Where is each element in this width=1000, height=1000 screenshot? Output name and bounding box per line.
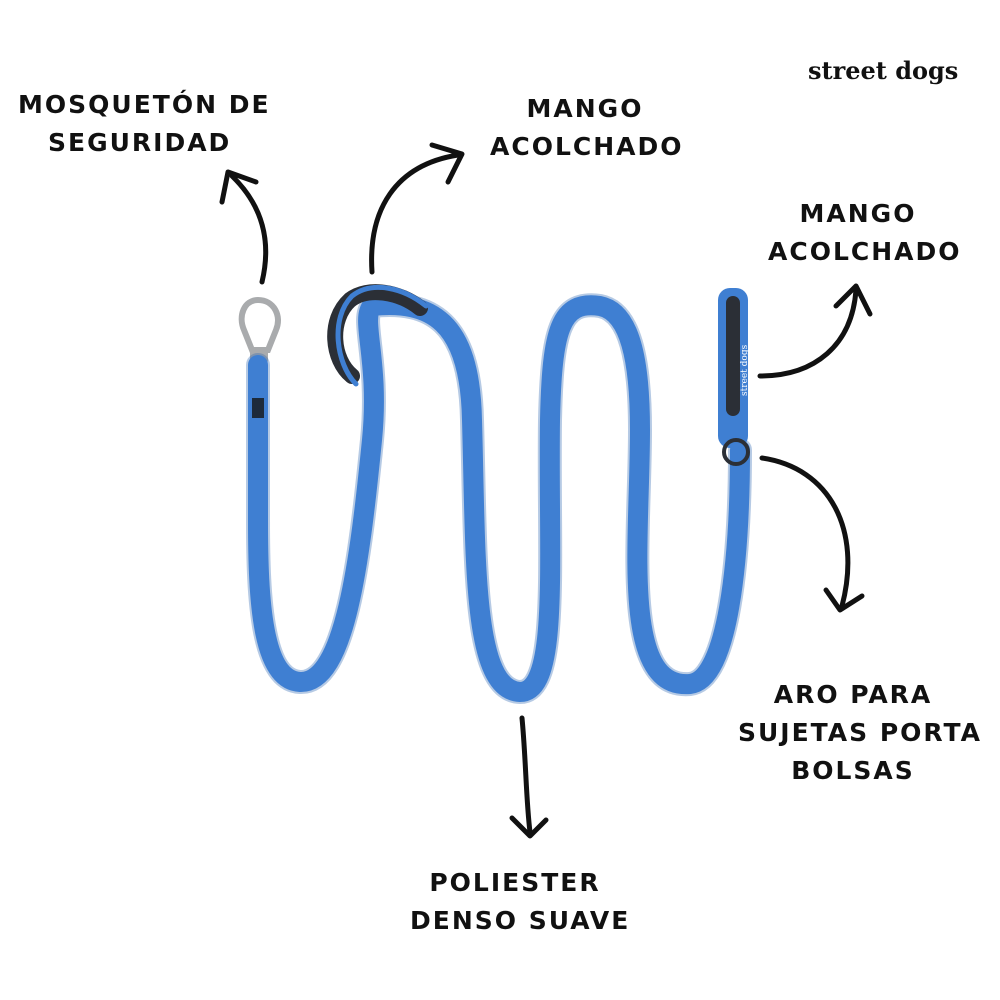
arrow-material-icon (509, 715, 549, 839)
label-right-handle: MANGO ACOLCHADO (768, 199, 962, 266)
leash-strap (246, 293, 752, 704)
brand-logo: street dogs (808, 56, 959, 85)
label-material: POLIESTER DENSO SUAVE (410, 868, 631, 935)
arrow-right-handle-icon (757, 283, 873, 379)
handle-brand-print: street dogs (740, 344, 750, 396)
top-padded-handle (327, 284, 429, 387)
d-ring-icon (722, 438, 750, 466)
arrow-ring-icon (759, 455, 865, 613)
arrow-carabiner-icon (219, 169, 269, 285)
label-ring: ARO PARA SUJETAS PORTA BOLSAS (738, 680, 983, 785)
label-top-handle: MANGO ACOLCHADO (490, 94, 684, 161)
label-carabiner: MOSQUETÓN DE SEGURIDAD (18, 90, 271, 157)
right-padded-handle: street dogs (718, 288, 750, 448)
brand-tag (252, 398, 264, 418)
arrow-top-handle-icon (369, 142, 465, 275)
